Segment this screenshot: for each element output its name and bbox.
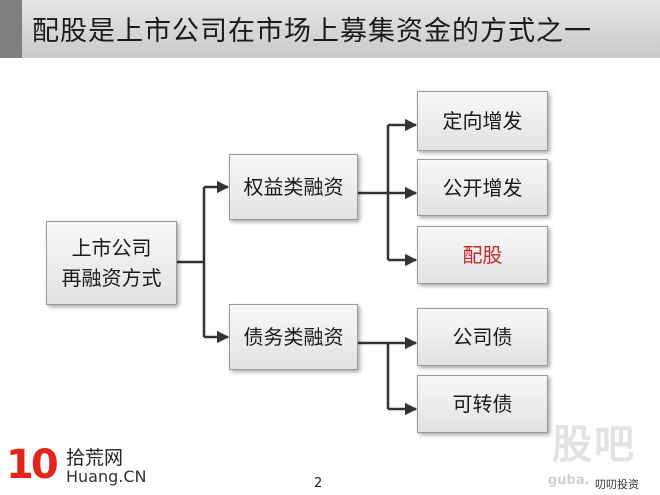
node-convertible-bond-label: 可转债 [452, 392, 513, 416]
title-bar: 配股是上市公司在市场上募集资金的方式之一 [0, 0, 660, 58]
slide-title: 配股是上市公司在市场上募集资金的方式之一 [32, 16, 592, 47]
node-directed-issue-label: 定向增发 [442, 109, 523, 133]
node-debt-label: 债务类融资 [243, 325, 344, 349]
source-label: 叨叨投资 [595, 478, 639, 491]
node-root-line1: 上市公司 [71, 236, 152, 260]
node-debt-financing: 债务类融资 [229, 304, 358, 370]
watermark-domain: guba. [548, 473, 590, 488]
node-rights-issue-label: 配股 [462, 243, 503, 267]
node-public-issue: 公开增发 [417, 159, 548, 216]
node-public-issue-label: 公开增发 [442, 175, 523, 200]
node-root: 上市公司 再融资方式 [46, 221, 177, 305]
node-convertible-bond: 可转债 [417, 375, 548, 433]
node-equity-financing: 权益类融资 [229, 154, 358, 220]
node-rights-issue: 配股 [417, 226, 548, 284]
node-corporate-bond: 公司债 [417, 308, 548, 366]
page-number: 2 [314, 476, 323, 491]
node-equity-label: 权益类融资 [243, 175, 344, 199]
logo-domain: Huang.CN [66, 467, 147, 486]
node-corporate-bond-label: 公司债 [452, 325, 513, 349]
title-accent [0, 0, 22, 58]
logo-number: 10 [6, 442, 59, 488]
watermark-main: 股吧 [552, 422, 636, 468]
node-directed-issue: 定向增发 [417, 91, 548, 151]
logo-text: 拾荒网 [66, 447, 124, 469]
node-root-line2: 再融资方式 [61, 266, 162, 290]
